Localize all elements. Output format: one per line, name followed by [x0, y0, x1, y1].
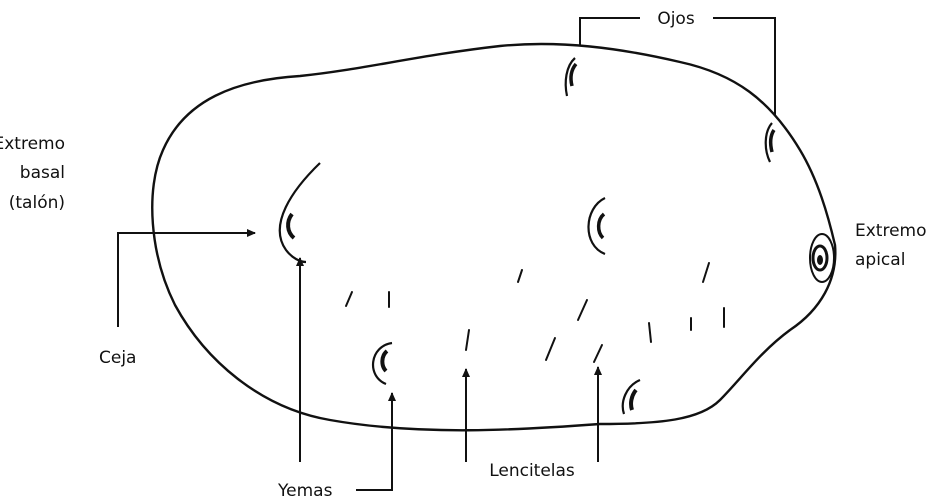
leader-lencitelas — [466, 367, 598, 462]
eye-right — [766, 123, 774, 162]
lenticels — [346, 263, 724, 362]
eye-bottom-right — [623, 380, 640, 414]
tuber-outline — [152, 44, 835, 430]
label-ojos: Ojos — [657, 9, 695, 29]
eye-basal — [280, 163, 320, 262]
eye-apical — [810, 234, 834, 282]
label-extremo-basal-line3: (talón) — [9, 193, 65, 213]
leader-yemas — [300, 258, 392, 490]
leader-ojos — [580, 18, 775, 115]
label-extremo-basal-line1: Extremo — [0, 134, 65, 154]
eye-center — [588, 198, 605, 254]
eye-top — [566, 58, 576, 96]
label-yemas: Yemas — [277, 481, 333, 501]
label-extremo-basal-line2: basal — [20, 163, 65, 183]
label-lencitelas: Lencitelas — [489, 461, 575, 481]
eye-bottom-left — [373, 343, 392, 384]
label-extremo-apical-line1: Extremo — [855, 221, 927, 241]
leader-ceja — [118, 233, 255, 327]
label-ceja: Ceja — [99, 348, 136, 368]
label-extremo-apical-line2: apical — [855, 250, 905, 270]
